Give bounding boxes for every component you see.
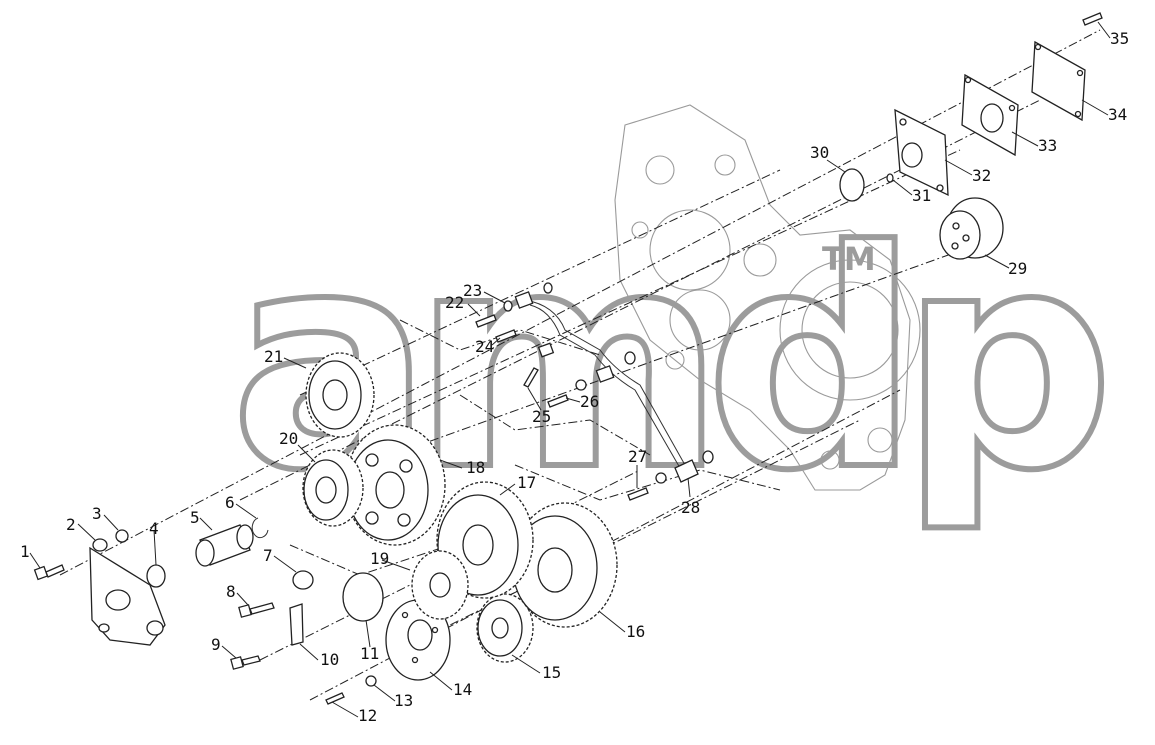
label-21: 21 — [264, 347, 283, 366]
part-16-gear — [512, 502, 618, 628]
label-35: 35 — [1110, 29, 1129, 48]
label-12: 12 — [358, 706, 377, 725]
gear-housing — [614, 104, 921, 491]
oil-pipe — [514, 282, 686, 469]
part-22-bolt — [475, 314, 497, 328]
label-27: 27 — [628, 447, 647, 466]
watermark-tm: TM — [822, 240, 876, 278]
label-23: 23 — [463, 281, 482, 300]
label-34: 34 — [1108, 105, 1127, 124]
label-9: 9 — [211, 635, 221, 654]
label-19: 19 — [370, 549, 389, 568]
label-32: 32 — [972, 166, 991, 185]
label-20: 20 — [279, 429, 298, 448]
label-22: 22 — [445, 293, 464, 312]
part-10-lock-plate — [289, 603, 304, 646]
label-26: 26 — [580, 392, 599, 411]
part-4-snap-ring — [146, 564, 166, 588]
label-7: 7 — [263, 546, 273, 565]
part-14-plate — [385, 599, 451, 681]
label-13: 13 — [394, 691, 413, 710]
part-20-gear — [302, 449, 364, 527]
label-16: 16 — [626, 622, 645, 641]
part-34-plate — [1031, 40, 1086, 122]
label-5: 5 — [190, 508, 200, 527]
part-12-screw — [325, 692, 345, 705]
label-6: 6 — [225, 493, 235, 512]
part-labels: 1 2 3 4 5 6 7 8 9 10 11 12 13 14 15 16 1… — [20, 29, 1129, 725]
part-26-bolt — [547, 379, 587, 408]
leader-lines — [29, 21, 1111, 718]
label-10: 10 — [320, 650, 339, 669]
part-30-o-ring — [839, 168, 865, 202]
label-8: 8 — [226, 582, 236, 601]
part-1-bolt — [33, 564, 65, 581]
label-24: 24 — [475, 337, 494, 356]
part-29-hub — [939, 197, 1004, 260]
part-25-screw — [523, 367, 539, 388]
label-18: 18 — [466, 458, 485, 477]
label-15: 15 — [542, 663, 561, 682]
part-35-bolt — [1082, 12, 1103, 26]
part-23-washer — [503, 300, 513, 312]
part-32-cover — [894, 108, 949, 197]
label-25: 25 — [532, 407, 551, 426]
label-2: 2 — [66, 515, 76, 534]
part-27-bolt — [627, 472, 667, 501]
part-28-sleeve — [674, 450, 714, 483]
part-7-thrust-washer — [292, 570, 314, 590]
label-4: 4 — [149, 519, 159, 538]
part-33-gasket — [961, 73, 1019, 157]
label-29: 29 — [1008, 259, 1027, 278]
label-11: 11 — [360, 644, 379, 663]
part-11-disc — [342, 572, 384, 622]
label-28: 28 — [681, 498, 700, 517]
part-8-bolt — [238, 602, 275, 618]
label-33: 33 — [1038, 136, 1057, 155]
part-3-washer — [115, 529, 129, 543]
label-3: 3 — [92, 504, 102, 523]
part-2-bracket — [89, 538, 166, 646]
label-31: 31 — [912, 186, 931, 205]
part-19-gear — [411, 550, 469, 620]
part-21-gear — [305, 352, 375, 438]
label-30: 30 — [810, 143, 829, 162]
part-6-ring — [251, 517, 269, 539]
part-9-bolt — [230, 655, 261, 670]
part-13-washer — [365, 675, 377, 687]
label-14: 14 — [453, 680, 472, 699]
part-31-pin — [886, 173, 894, 183]
label-1: 1 — [20, 542, 30, 561]
part-5-shaft — [195, 524, 254, 567]
part-15-gear — [476, 593, 534, 663]
label-17: 17 — [517, 473, 536, 492]
